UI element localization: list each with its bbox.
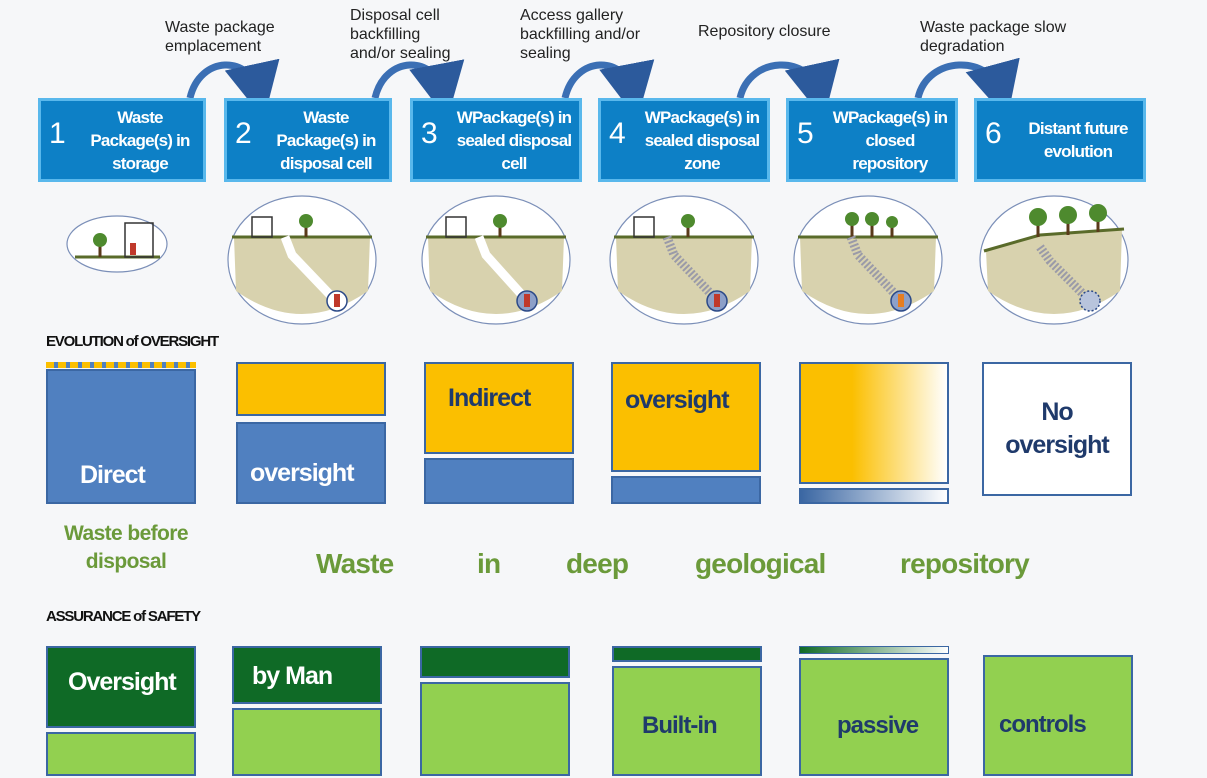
stage-illustrations	[66, 195, 1129, 325]
stage-number: 6	[985, 117, 1002, 150]
fading-indirect-block	[799, 362, 949, 484]
stage-box-3: 3 WPackage(s) in sealed disposal cell	[410, 98, 582, 182]
oversight-by-man-block-1: Oversight	[46, 646, 196, 728]
indirect-block-2	[236, 362, 386, 416]
passive-block-1	[46, 732, 196, 776]
direct-block-3	[424, 458, 574, 504]
direct-block-2: oversight	[236, 422, 386, 504]
stage-number: 3	[421, 117, 438, 150]
transition-label-3: Access gallery backfilling and/or sealin…	[520, 7, 641, 62]
transition-label-5: Waste package slow degradation	[920, 19, 1067, 55]
passive-label: passive	[837, 712, 919, 739]
direct-oversight-label: oversight	[250, 459, 355, 487]
arrow-4	[736, 58, 840, 100]
waste-before-disposal: Waste before disposal	[64, 522, 188, 573]
illustration-disposal-cell	[227, 195, 377, 325]
arrow-1	[186, 58, 280, 100]
stage-label: Waste Package(s) in disposal cell	[276, 107, 376, 173]
oversight-by-man-block-3	[420, 646, 570, 678]
repository-word-1: Waste	[316, 548, 394, 579]
stage-number: 2	[235, 117, 252, 150]
indirect-oversight-label: oversight	[625, 386, 730, 414]
repository-word-3: deep	[566, 548, 629, 579]
transition-label-2: Disposal cell backfilling and/or sealing	[350, 7, 451, 62]
arrow-3	[561, 59, 655, 100]
safety-heading: ASSURANCE of SAFETY	[46, 608, 201, 625]
illustration-closed-repository	[793, 195, 943, 325]
direct-oversight-block: Direct	[46, 369, 196, 504]
fading-man-block	[799, 646, 949, 654]
no-oversight-block: No oversight	[982, 362, 1132, 496]
transition-label-4: Repository closure	[698, 23, 831, 40]
illustration-sealed-cell	[421, 195, 571, 325]
repository-word-4: geological	[695, 548, 826, 579]
arrow-2	[371, 59, 465, 100]
stage-label: Waste Package(s) in storage	[90, 107, 190, 173]
stage-number: 5	[797, 117, 814, 150]
passive-block-6: controls	[983, 655, 1133, 776]
oversight-by-man-block-4	[612, 646, 762, 662]
fading-direct-block	[799, 488, 949, 504]
transition-arrows	[186, 57, 1020, 100]
dashed-strip	[46, 362, 196, 368]
by-man-label: by Man	[252, 662, 333, 690]
stage-label: WPackage(s) in sealed disposal cell	[456, 107, 572, 173]
stage-box-6: 6 Distant future evolution	[974, 98, 1146, 182]
oversight-by-man-block-2: by Man	[232, 646, 382, 704]
passive-block-4: Built-in	[612, 666, 762, 776]
controls-label: controls	[999, 711, 1087, 738]
indirect-block-3: Indirect	[424, 362, 574, 454]
repository-word-5: repository	[900, 548, 1030, 579]
oversight-heading: EVOLUTION of OVERSIGHT	[46, 333, 219, 350]
stage-box-4: 4 WPackage(s) in sealed disposal zone	[598, 98, 770, 182]
stage-number: 1	[49, 117, 66, 150]
transition-label-1: Waste package emplacement	[165, 19, 275, 55]
illustration-sealed-zone	[609, 195, 759, 325]
direct-label: Direct	[80, 461, 146, 489]
stage-number: 4	[609, 117, 626, 150]
passive-block-3	[420, 682, 570, 776]
passive-block-5: passive	[799, 658, 949, 776]
builtin-label: Built-in	[642, 712, 718, 739]
arrow-5	[914, 57, 1020, 100]
stage-box-1: 1 Waste Package(s) in storage	[38, 98, 206, 182]
passive-block-2	[232, 708, 382, 776]
indirect-label: Indirect	[448, 384, 531, 412]
stage-box-5: 5 WPackage(s) in closed repository	[786, 98, 958, 182]
indirect-block-4: oversight	[611, 362, 761, 472]
oversight-word: Oversight	[68, 668, 177, 696]
stage-label: WPackage(s) in sealed disposal zone	[644, 107, 760, 173]
illustration-storage	[66, 215, 168, 273]
stage-label: Distant future evolution	[1028, 119, 1128, 161]
repository-word-2: in	[477, 548, 501, 579]
stage-label: WPackage(s) in closed repository	[832, 107, 948, 173]
stage-box-2: 2 Waste Package(s) in disposal cell	[224, 98, 392, 182]
illustration-distant-future	[979, 195, 1129, 325]
direct-block-4	[611, 476, 761, 504]
no-oversight-label: No oversight	[1005, 398, 1110, 459]
